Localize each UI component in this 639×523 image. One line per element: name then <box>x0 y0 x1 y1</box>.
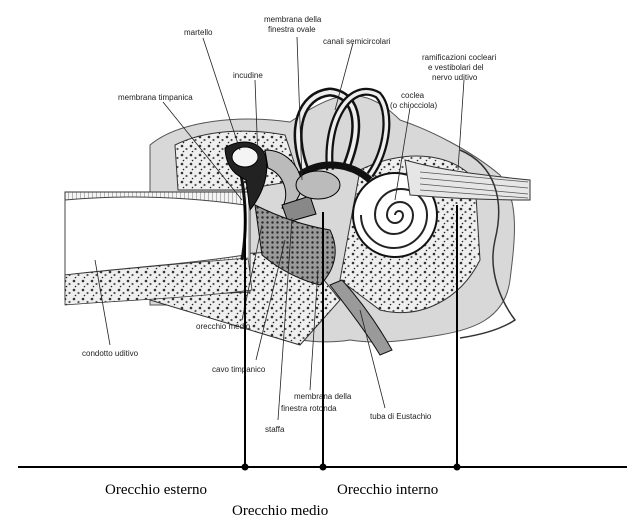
semicircular-canal-3 <box>297 161 373 183</box>
vestibule <box>295 170 341 200</box>
marker-medio-interno <box>319 463 327 471</box>
leader-lines <box>94 36 465 421</box>
nerve-outer-contour <box>459 149 517 339</box>
ear-canal-bottom-layer <box>64 257 253 306</box>
label-ramificazioni-2: e vestibolari del <box>428 63 484 72</box>
region-label-medio: Orecchio medio <box>232 503 328 519</box>
label-orecchio-medio-small: orecchio medio <box>196 322 251 331</box>
label-tuba-eustachio: tuba di Eustachio <box>370 412 432 421</box>
label-membrana-timpanica: membrana timpanica <box>118 93 193 102</box>
label-membrana-ovale-1: membrana della <box>264 15 322 24</box>
label-condotto-uditivo: condotto uditivo <box>82 349 139 358</box>
region-label-interno: Orecchio interno <box>337 482 438 498</box>
auditory-nerve <box>404 159 531 201</box>
label-staffa: staffa <box>265 425 285 434</box>
cochlea-spiral <box>360 188 429 249</box>
label-ramificazioni-1: ramificazioni cocleari <box>422 53 496 62</box>
label-membrana-rotonda-2: finestra rotonda <box>281 404 337 413</box>
nerve-fibers <box>419 171 529 199</box>
marker-esterno-medio <box>241 463 249 471</box>
eustachian-tube <box>329 279 393 356</box>
label-incudine: incudine <box>233 71 263 80</box>
semicircular-canal-1-inner <box>296 89 358 171</box>
label-coclea-2: (o chiocciola) <box>390 101 437 110</box>
label-ramificazioni-3: nervo uditivo <box>432 73 478 82</box>
stapes-shape <box>281 195 317 223</box>
label-coclea-1: coclea <box>401 91 425 100</box>
label-membrana-ovale-2: finestra ovale <box>268 25 316 34</box>
label-martello: martello <box>184 28 213 37</box>
label-canali-semicircolari: canali semicircolari <box>323 37 391 46</box>
region-label-esterno: Orecchio esterno <box>105 482 207 498</box>
anatomy-labels: martello membrana della finestra ovale c… <box>82 15 496 434</box>
tympanic-cavity <box>254 204 336 286</box>
malleus-head <box>231 146 259 168</box>
marker-interno-end <box>453 463 461 471</box>
semicircular-canal-2-inner <box>327 90 389 177</box>
label-cavo-timpanico: cavo timpanico <box>212 365 266 374</box>
